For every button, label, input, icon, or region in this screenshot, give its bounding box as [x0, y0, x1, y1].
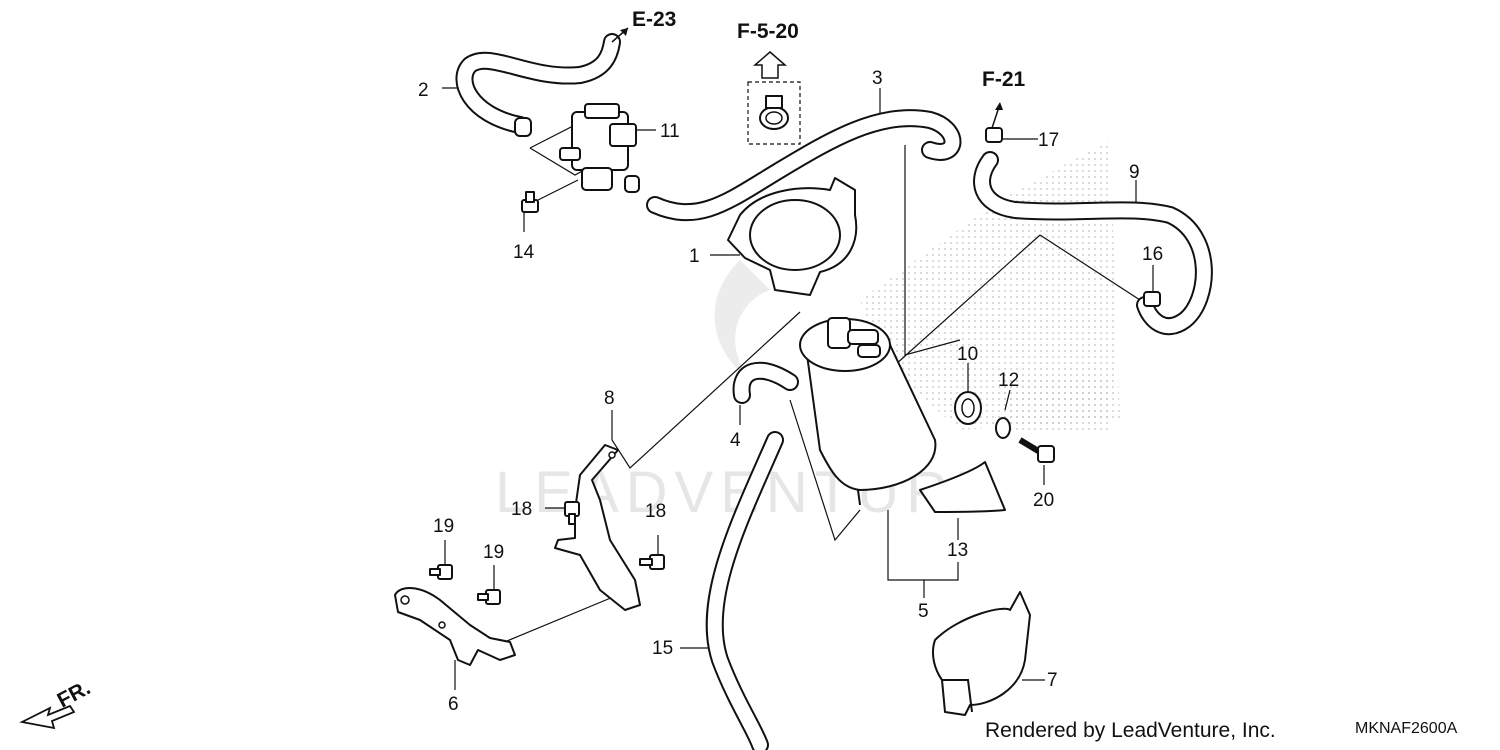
part-label-14[interactable]: 14	[513, 242, 535, 263]
diagram-code: MKNAF2600A	[1355, 720, 1458, 737]
ref-f520[interactable]: F-5-20	[737, 20, 799, 43]
part-label-20[interactable]: 20	[1033, 490, 1054, 511]
grommet-10	[954, 391, 982, 425]
part-label-19-a[interactable]: 19	[433, 516, 454, 537]
clamp-inset	[747, 51, 801, 145]
cover-7	[932, 591, 1031, 716]
band-13	[919, 461, 1006, 513]
footer-credit: Rendered by LeadVenture, Inc.	[985, 719, 1276, 742]
front-marker: FR.	[54, 676, 95, 712]
ref-f21[interactable]: F-21	[982, 68, 1026, 91]
part-label-11[interactable]: 11	[660, 121, 680, 142]
hose-3	[646, 109, 962, 222]
clip-16	[1143, 291, 1161, 307]
part-label-12[interactable]: 12	[998, 370, 1019, 391]
part-label-13[interactable]: 13	[947, 540, 968, 561]
part-label-10[interactable]: 10	[957, 344, 978, 365]
part-label-6[interactable]: 6	[448, 694, 459, 715]
part-label-3[interactable]: 3	[872, 68, 883, 89]
part-label-17[interactable]: 17	[1038, 130, 1059, 151]
part-label-19-b[interactable]: 19	[483, 542, 504, 563]
solenoid-valve-11	[514, 103, 640, 193]
part-label-5[interactable]: 5	[918, 601, 929, 622]
elbow-hose-4	[732, 361, 799, 404]
bracket-ring-1	[727, 177, 858, 296]
part-label-8[interactable]: 8	[604, 388, 615, 409]
hose-15	[705, 431, 784, 750]
bracket-6	[394, 587, 516, 666]
ref-e23[interactable]: E-23	[632, 8, 676, 31]
front-arrow	[19, 704, 76, 730]
part-label-7[interactable]: 7	[1047, 670, 1058, 691]
hose-9	[973, 151, 1213, 336]
part-label-1[interactable]: 1	[689, 246, 700, 267]
canister-5	[799, 317, 937, 506]
part-label-18-a[interactable]: 18	[511, 499, 532, 520]
bolt-14	[521, 191, 539, 213]
part-label-16[interactable]: 16	[1142, 244, 1163, 265]
bolt-19-b	[477, 589, 501, 605]
washer-12	[995, 417, 1011, 439]
part-label-2[interactable]: 2	[418, 80, 429, 101]
part-label-4[interactable]: 4	[730, 430, 741, 451]
bolt-20	[1018, 437, 1055, 463]
hose-2	[455, 27, 629, 134]
clip-17	[985, 102, 1003, 143]
part-label-15[interactable]: 15	[652, 638, 673, 659]
part-label-9[interactable]: 9	[1129, 162, 1140, 183]
bolt-18-a	[564, 501, 580, 525]
part-label-18-b[interactable]: 18	[645, 501, 666, 522]
bolt-19-a	[429, 564, 453, 580]
bolt-18-b	[639, 554, 665, 570]
